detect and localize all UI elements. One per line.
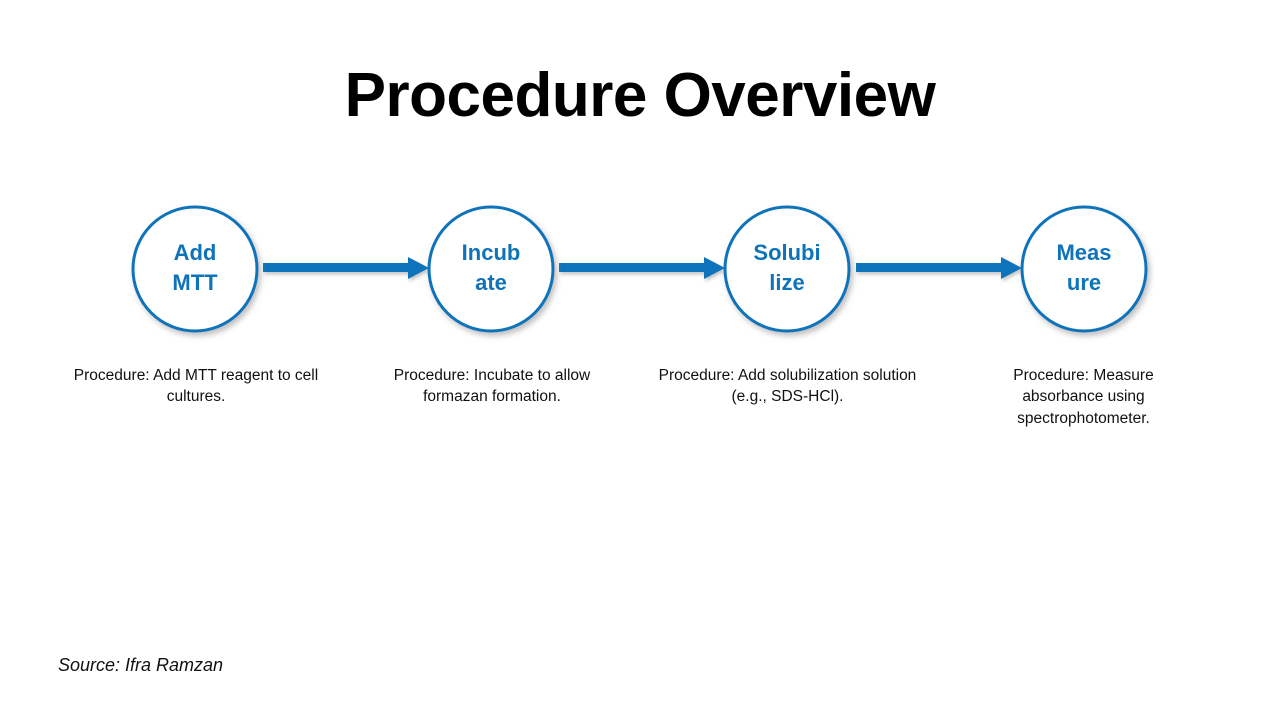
flow-graphics	[131, 205, 1148, 333]
node-label-line-1: Incub	[461, 240, 521, 265]
node-label-line-2: lize	[769, 269, 805, 295]
arrow-right-icon-3	[856, 257, 1022, 279]
process-node-caption-2: Procedure: Incubate to allow formazan fo…	[393, 367, 591, 406]
process-flow-diagram: Add MTT Incub ate Solubi lize Meas ure	[0, 190, 1280, 350]
process-node-label-1: Add MTT	[140, 238, 250, 297]
page-title: Procedure Overview	[344, 61, 936, 130]
node-label-line-1: Meas	[1056, 240, 1112, 265]
arrow-right-icon-2	[559, 257, 725, 279]
process-node-caption-1: Procedure: Add MTT reagent to cell cultu…	[73, 367, 319, 406]
process-node-circle-2[interactable]	[427, 205, 555, 333]
process-node-circle-1[interactable]	[131, 205, 259, 333]
process-node-caption-4: Procedure: Measure absorbance using spec…	[1013, 367, 1154, 427]
node-label-line-2: ure	[1066, 269, 1102, 295]
process-node-circle-4[interactable]	[1020, 205, 1148, 333]
node-label-line-1: Add	[173, 240, 217, 265]
source-attribution: Source: Ifra Ramzan	[58, 655, 224, 675]
process-node-label-4: Meas ure	[1029, 238, 1139, 297]
process-node-label-2: Incub ate	[436, 238, 546, 297]
arrow-right-icon-1	[263, 257, 429, 279]
process-node-caption-3: Procedure: Add solubilization solution (…	[658, 367, 917, 406]
node-label-line-2: ate	[475, 269, 507, 295]
process-node-label-3: Solubi lize	[732, 238, 842, 297]
process-node-circle-3[interactable]	[723, 205, 851, 333]
node-label-line-2: MTT	[172, 269, 218, 295]
node-label-line-1: Solubi	[753, 240, 821, 265]
